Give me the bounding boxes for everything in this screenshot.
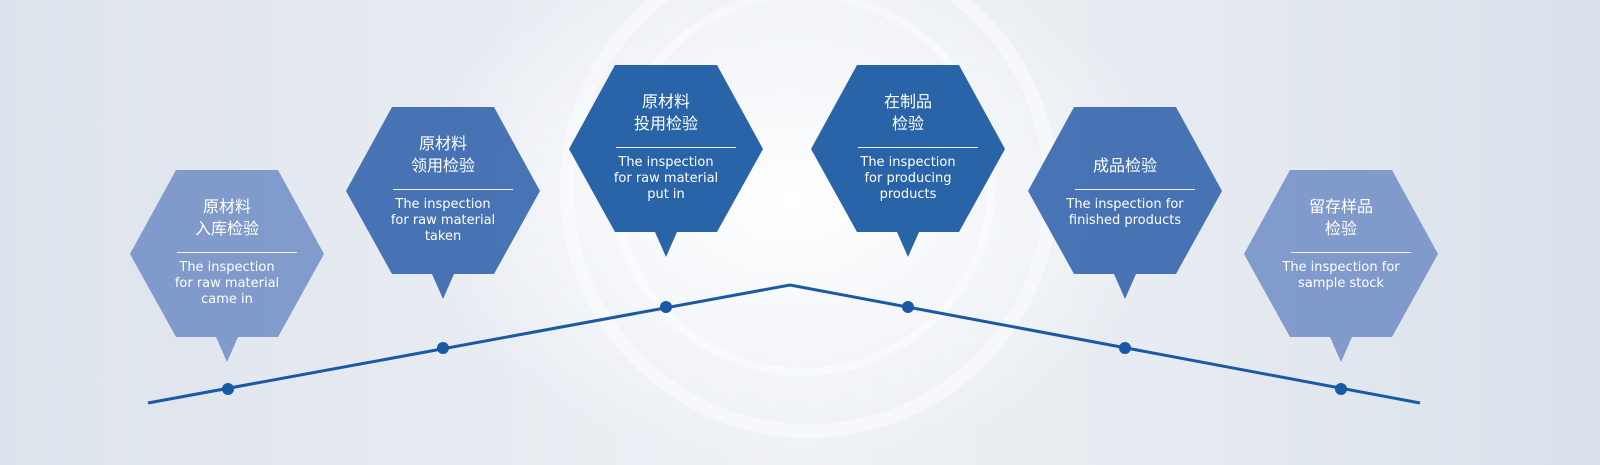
step-title-line: 原材料 — [202, 197, 251, 216]
step-description-line: came in — [201, 292, 253, 307]
step-title-line: 检验 — [1324, 219, 1357, 238]
hexagon-shape — [1028, 107, 1222, 299]
step-description: The inspection for raw material came in — [130, 260, 324, 308]
timeline-line — [147, 283, 1421, 405]
hexagon-shape — [569, 65, 763, 257]
step-description-line: finished products — [1068, 213, 1182, 228]
step-description: The inspection for producing products — [811, 155, 1005, 203]
step-hexagon-2: 原材料 领用检验 The inspection for raw material… — [346, 107, 540, 302]
hexagon-shape — [811, 65, 1005, 257]
step-description-line: The inspection — [860, 155, 956, 170]
hexagon-shape — [346, 107, 540, 299]
step-title: 原材料 领用检验 — [346, 133, 540, 177]
step-title-line: 领用检验 — [410, 156, 475, 175]
step-hexagon-5: 成品检验 The inspection for finished product… — [1028, 107, 1222, 302]
step-title-line: 留存样品 — [1308, 197, 1373, 216]
divider — [616, 147, 736, 148]
step-title: 原材料 入库检验 — [130, 196, 324, 240]
step-title-line: 原材料 — [641, 92, 690, 111]
step-title: 成品检验 — [1028, 155, 1222, 177]
divider — [858, 147, 978, 148]
step-description-line: for producing — [864, 171, 952, 186]
timeline-dot — [437, 342, 449, 354]
step-title: 留存样品 检验 — [1244, 196, 1438, 240]
step-description-line: for raw material — [174, 276, 280, 291]
divider — [177, 252, 297, 253]
timeline-dot — [660, 301, 672, 313]
timeline-dot — [1119, 342, 1131, 354]
step-hexagon-4: 在制品 检验 The inspection for producing prod… — [811, 65, 1005, 260]
step-description-line: The inspection for — [1282, 260, 1400, 275]
step-description-line: The inspection — [618, 155, 714, 170]
step-description: The inspection for sample stock — [1244, 260, 1438, 292]
step-description-line: put in — [647, 187, 685, 202]
step-description: The inspection for raw material taken — [346, 197, 540, 245]
step-description-line: The inspection — [395, 197, 491, 212]
step-title-line: 检验 — [891, 114, 924, 133]
divider — [1075, 189, 1195, 190]
hexagon-shape — [130, 170, 324, 362]
step-description-line: for raw material — [613, 171, 719, 186]
divider — [1291, 252, 1411, 253]
step-title-line: 入库检验 — [194, 219, 259, 238]
step-title-line: 在制品 — [883, 92, 932, 111]
step-description-line: sample stock — [1298, 276, 1384, 291]
hexagon-shape — [1244, 170, 1438, 362]
step-hexagon-1: 原材料 入库检验 The inspection for raw material… — [130, 170, 324, 365]
step-description: The inspection for raw material put in — [569, 155, 763, 203]
step-hexagon-3: 原材料 投用检验 The inspection for raw material… — [569, 65, 763, 260]
timeline-dot — [902, 301, 914, 313]
step-title-line: 原材料 — [418, 134, 467, 153]
step-title: 在制品 检验 — [811, 91, 1005, 135]
divider — [393, 189, 513, 190]
step-description-line: The inspection for — [1066, 197, 1184, 212]
step-title-line: 成品检验 — [1092, 156, 1157, 175]
timeline-dot — [222, 383, 234, 395]
timeline-dot — [1335, 383, 1347, 395]
step-description-line: taken — [424, 229, 462, 244]
step-title-line: 投用检验 — [633, 114, 698, 133]
step-description-line: The inspection — [179, 260, 275, 275]
step-description-line: products — [879, 187, 937, 202]
step-description: The inspection for finished products — [1028, 197, 1222, 229]
step-title: 原材料 投用检验 — [569, 91, 763, 135]
step-hexagon-6: 留存样品 检验 The inspection for sample stock — [1244, 170, 1438, 365]
step-description-line: for raw material — [390, 213, 496, 228]
